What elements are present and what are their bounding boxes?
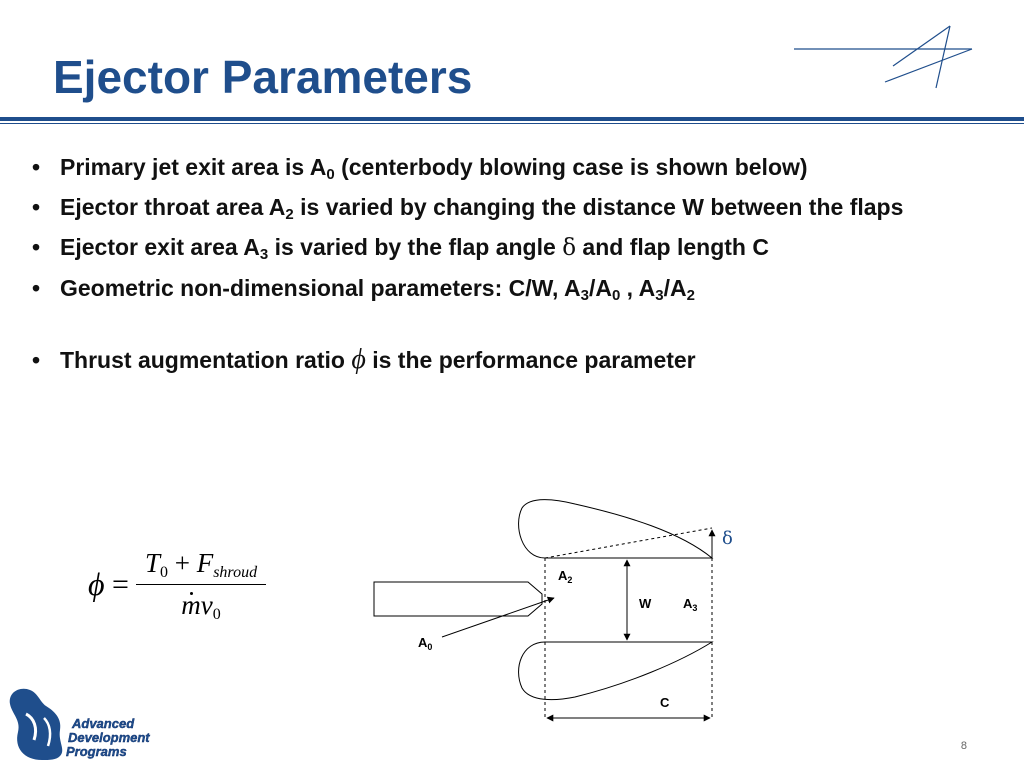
bullet-primary-jet-area: Primary jet exit area is A0 (centerbody …	[30, 150, 1000, 184]
thrust-augmentation-formula: ϕ = T0 + Fshroud mv0	[88, 548, 278, 628]
flap-angle-reference-line	[544, 527, 713, 559]
logo-word-development: Development	[68, 730, 150, 745]
delta-symbol: δ	[562, 235, 577, 261]
c-label: C	[660, 695, 670, 710]
phi-symbol: ϕ	[351, 344, 366, 375]
title-rule-thin	[0, 123, 1024, 124]
a2-label: A2	[558, 568, 572, 585]
a0-label: A0	[418, 635, 432, 652]
lower-flap	[518, 641, 714, 701]
bullet-geometric-parameters: Geometric non-dimensional parameters: C/…	[30, 271, 1000, 305]
bullet-list: Primary jet exit area is A0 (centerbody …	[30, 150, 1000, 383]
bullet-thrust-augmentation: Thrust augmentation ratio ϕ is the perfo…	[30, 343, 1000, 377]
slide-title: Ejector Parameters	[53, 51, 473, 103]
formula-numerator: T0 + Fshroud	[144, 548, 258, 581]
page-number: 8	[960, 740, 967, 752]
delta-label: δ	[722, 528, 733, 549]
m-dot: m	[181, 590, 201, 620]
a3-label: A3	[683, 596, 697, 613]
advanced-development-programs-logo: Advanced Development Programs	[9, 688, 151, 760]
centerbody-nozzle	[373, 581, 543, 617]
bullet-throat-area: Ejector throat area A2 is varied by chan…	[30, 190, 1000, 224]
logo-word-advanced: Advanced	[71, 716, 135, 731]
lockheed-martin-star-icon	[794, 25, 973, 89]
bullet-exit-area: Ejector exit area A3 is varied by the fl…	[30, 230, 1000, 265]
upper-flap	[518, 499, 714, 559]
formula-equals: =	[112, 568, 129, 601]
logo-word-programs: Programs	[66, 744, 127, 759]
w-label: W	[639, 596, 652, 611]
a0-pointer	[441, 596, 555, 638]
title-rule	[0, 117, 1024, 121]
ejector-diagram: δ A2 W A3 A0 C	[373, 499, 733, 722]
formula-fraction-bar	[136, 584, 266, 585]
formula-phi: ϕ	[88, 566, 105, 602]
formula-denominator: mv0	[181, 590, 221, 623]
